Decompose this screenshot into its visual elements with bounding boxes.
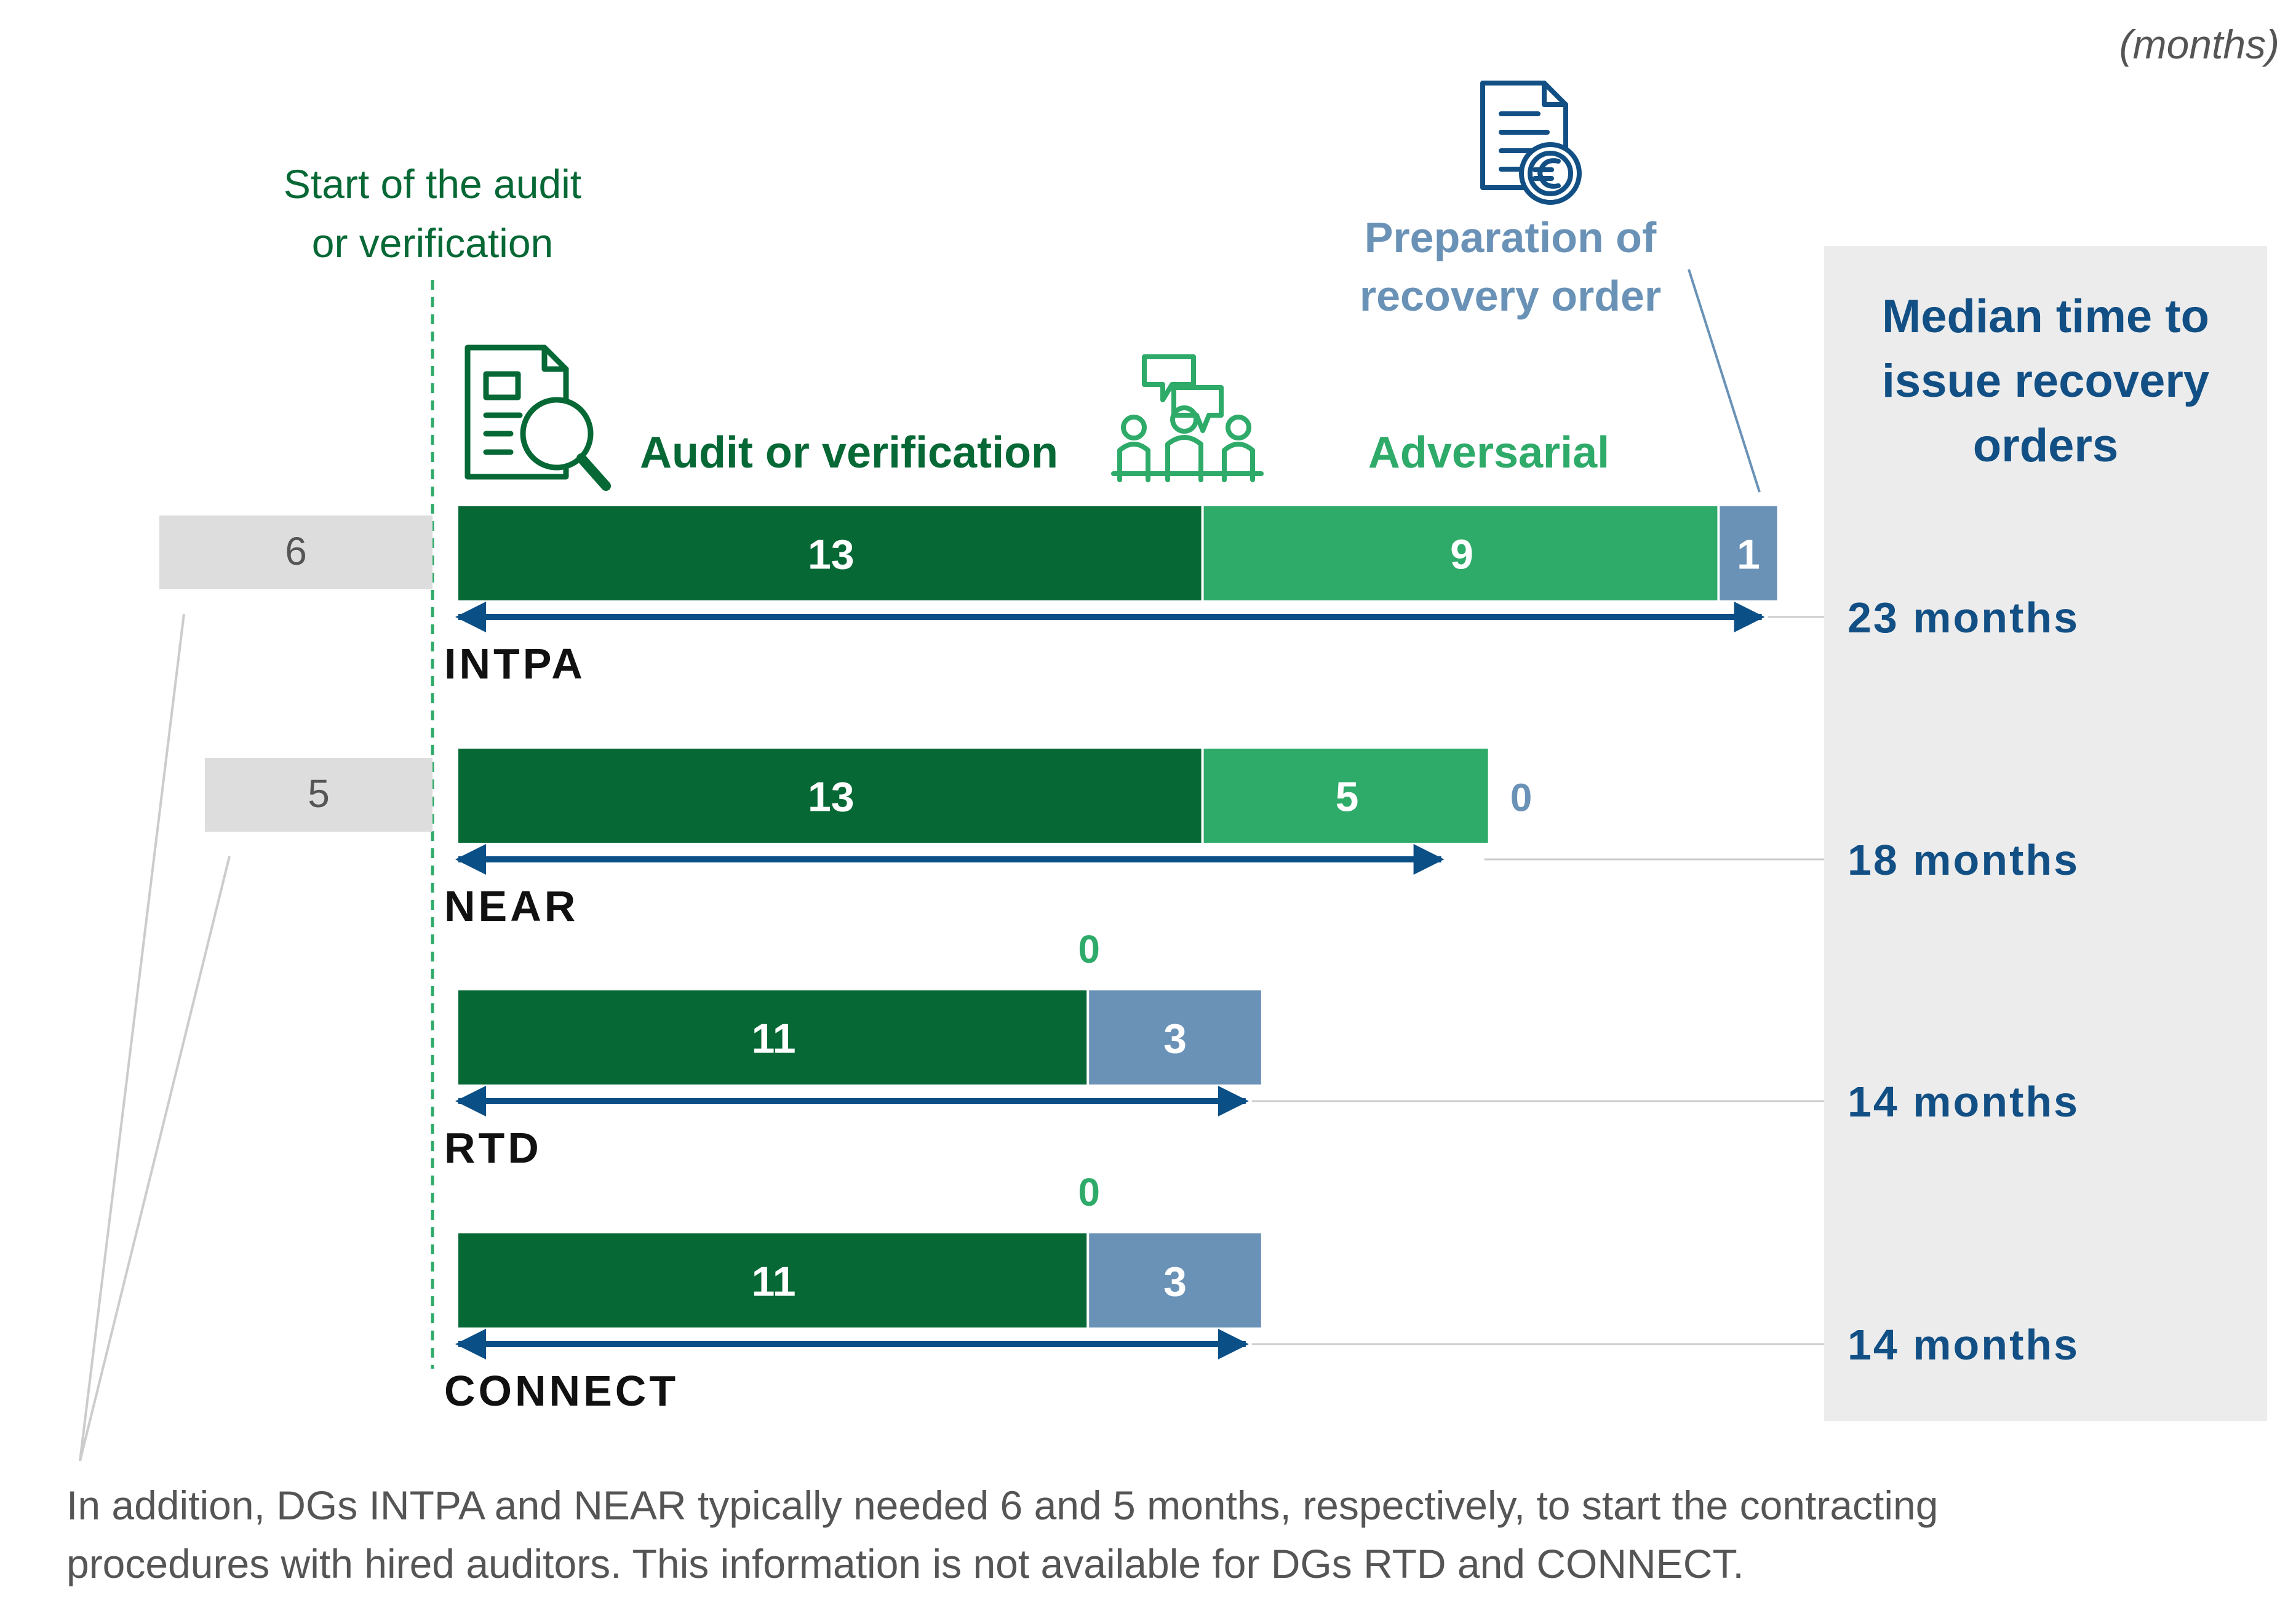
bar-value-near-series-0: 13 bbox=[808, 774, 855, 821]
phase-label-audit: Audit or verification bbox=[640, 428, 1058, 477]
unit-note: (months) bbox=[2119, 22, 2279, 67]
median-value-intpa: 23 months bbox=[1848, 594, 2079, 642]
bar-value-connect-series-0: 11 bbox=[752, 1259, 796, 1305]
contracting-bar-near bbox=[205, 758, 432, 832]
zero-value-near-series-2: 0 bbox=[1510, 776, 1533, 820]
bar-intpa-series-0 bbox=[458, 506, 1202, 600]
bar-value-intpa-series-2: 1 bbox=[1737, 531, 1760, 578]
zero-value-rtd-series-1: 0 bbox=[1078, 927, 1100, 971]
contracting-leader-intpa bbox=[79, 613, 185, 1462]
start-marker-label-line-2: or verification bbox=[312, 220, 554, 266]
audit-document-magnifier-icon bbox=[464, 344, 611, 491]
bar-rtd-series-0 bbox=[458, 990, 1087, 1085]
start-marker-label-line-1: Start of the audit bbox=[284, 161, 581, 207]
median-value-near: 18 months bbox=[1848, 836, 2079, 884]
footnote-line-1: In addition, DGs INTPA and NEAR typicall… bbox=[66, 1483, 1938, 1528]
category-label-connect: CONNECT bbox=[444, 1367, 679, 1415]
zero-value-connect-series-1: 0 bbox=[1078, 1170, 1100, 1214]
phase-label-adversarial: Adversarial bbox=[1368, 428, 1609, 477]
bar-intpa-series-2 bbox=[1720, 506, 1777, 600]
bar-rtd-series-2 bbox=[1089, 990, 1261, 1085]
median-header-line-2: issue recovery bbox=[1882, 355, 2209, 407]
median-header-line-1: Median time to bbox=[1882, 290, 2209, 343]
category-label-rtd: RTD bbox=[444, 1124, 542, 1172]
phase-label-recovery-line-2: recovery order bbox=[1360, 272, 1661, 320]
bar-near-series-0 bbox=[458, 749, 1202, 843]
median-value-rtd: 14 months bbox=[1848, 1078, 2079, 1126]
contracting-leader-near bbox=[79, 856, 231, 1462]
contracting-bar-intpa bbox=[159, 515, 432, 589]
median-header-line-3: orders bbox=[1973, 420, 2119, 472]
bar-value-rtd-series-2: 3 bbox=[1163, 1016, 1187, 1062]
contracting-value-intpa: 6 bbox=[285, 529, 307, 573]
median-panel bbox=[1824, 246, 2267, 1421]
bar-connect-series-0 bbox=[458, 1233, 1087, 1327]
adversarial-meeting-icon bbox=[1111, 354, 1264, 482]
bar-value-near-series-1: 5 bbox=[1336, 774, 1359, 821]
bar-intpa-series-1 bbox=[1203, 506, 1718, 600]
bar-value-intpa-series-1: 9 bbox=[1450, 531, 1473, 578]
median-value-connect: 14 months bbox=[1848, 1321, 2079, 1369]
recovery-order-euro-document-icon bbox=[1480, 81, 1582, 205]
footnote-line-2: procedures with hired auditors. This inf… bbox=[66, 1541, 1744, 1586]
recovery-label-leader-line bbox=[1688, 269, 1761, 493]
phase-label-recovery-line-1: Preparation of bbox=[1365, 213, 1657, 261]
bar-value-rtd-series-0: 11 bbox=[752, 1016, 796, 1062]
bar-connect-series-2 bbox=[1089, 1233, 1261, 1327]
bar-near-series-1 bbox=[1203, 749, 1488, 843]
category-label-intpa: INTPA bbox=[444, 640, 586, 688]
bar-value-connect-series-2: 3 bbox=[1163, 1259, 1187, 1305]
category-label-near: NEAR bbox=[444, 882, 578, 930]
contracting-value-near: 5 bbox=[308, 771, 330, 816]
bar-value-intpa-series-0: 13 bbox=[808, 531, 855, 578]
